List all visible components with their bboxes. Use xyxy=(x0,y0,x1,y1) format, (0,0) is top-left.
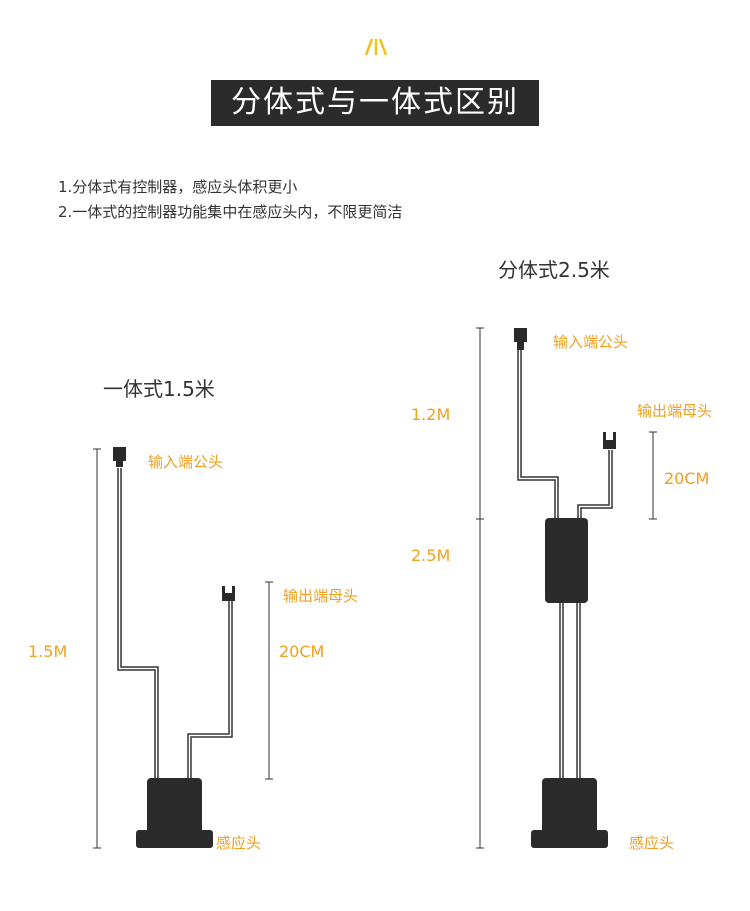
integrated-output-wire xyxy=(187,600,230,780)
integrated-heading: 一体式1.5米 xyxy=(103,377,215,401)
integrated-sensor-label: 感应头 xyxy=(216,834,262,852)
split-input-length: 1.2M xyxy=(411,405,451,424)
integrated-input-connector xyxy=(113,447,126,467)
integrated-output-connector xyxy=(222,586,235,601)
integrated-diagram xyxy=(93,448,273,849)
split-output-wire xyxy=(577,450,610,520)
split-input-connector xyxy=(514,328,527,350)
notes-list: 1.分体式有控制器，感应头体积更小 2.一体式的控制器功能集中在感应头内，不限更… xyxy=(58,175,402,225)
integrated-total-length: 1.5M xyxy=(28,642,68,661)
split-heading: 分体式2.5米 xyxy=(498,258,610,282)
split-input-wire xyxy=(517,350,556,520)
split-output-length: 20CM xyxy=(664,469,710,488)
integrated-input-wire xyxy=(117,468,156,780)
accent-mark-icon xyxy=(364,38,388,56)
integrated-input-label: 输入端公头 xyxy=(148,453,224,471)
split-output-connector xyxy=(603,432,616,449)
integrated-output-length: 20CM xyxy=(279,642,325,661)
split-sensor xyxy=(531,778,608,848)
split-input-label: 输入端公头 xyxy=(553,333,629,351)
page-title: 分体式与一体式区别 xyxy=(211,80,539,126)
integrated-output-label: 输出端母头 xyxy=(283,587,359,605)
integrated-sensor xyxy=(136,778,213,848)
split-diagram xyxy=(476,327,657,849)
note-item: 1.分体式有控制器，感应头体积更小 xyxy=(58,178,298,196)
split-sensor-label: 感应头 xyxy=(629,834,675,852)
split-sensor-length: 2.5M xyxy=(411,546,451,565)
note-item: 2.一体式的控制器功能集中在感应头内，不限更简洁 xyxy=(58,203,403,221)
split-controller xyxy=(545,518,588,603)
split-output-label: 输出端母头 xyxy=(637,402,713,420)
